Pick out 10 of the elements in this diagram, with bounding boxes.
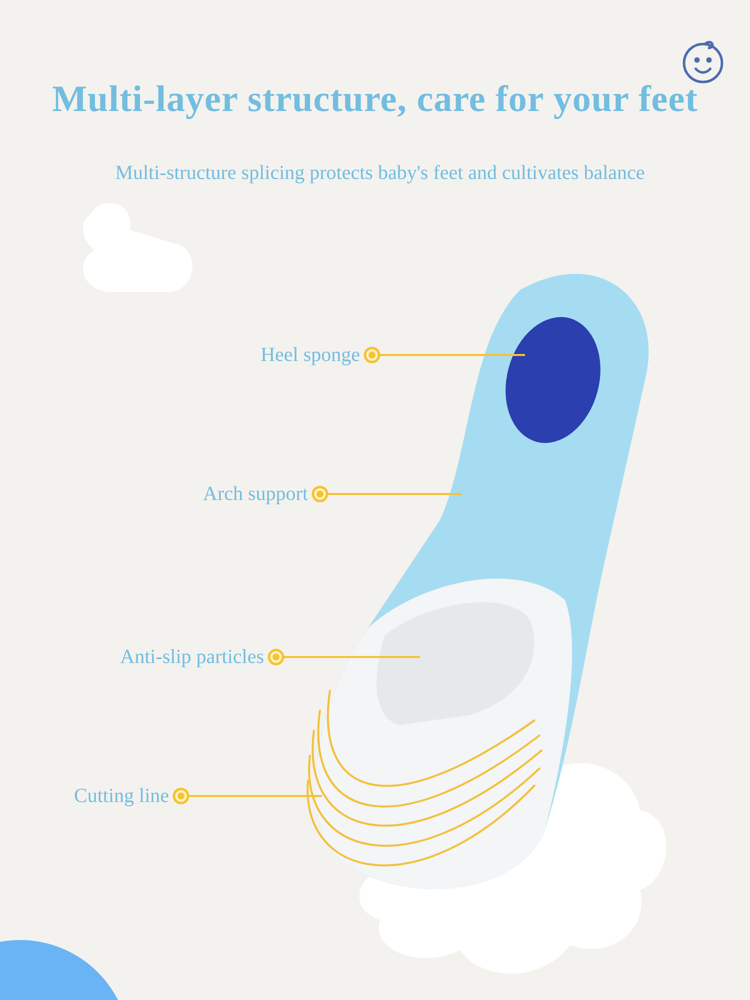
callout-label: Cutting line — [10, 782, 181, 810]
callout-label: Anti-slip particles — [30, 643, 276, 671]
callout-label: Heel sponge — [180, 341, 372, 369]
callout-label: Arch support — [110, 480, 320, 508]
leader-line — [172, 788, 322, 804]
leader-line — [312, 486, 462, 502]
subtitle: Multi-structure splicing protects baby's feet and cultivates balance — [114, 162, 646, 185]
leader-line — [364, 346, 525, 364]
title: Multi-layer structure, care for your feet — [51, 78, 699, 121]
leader-line — [268, 648, 420, 666]
